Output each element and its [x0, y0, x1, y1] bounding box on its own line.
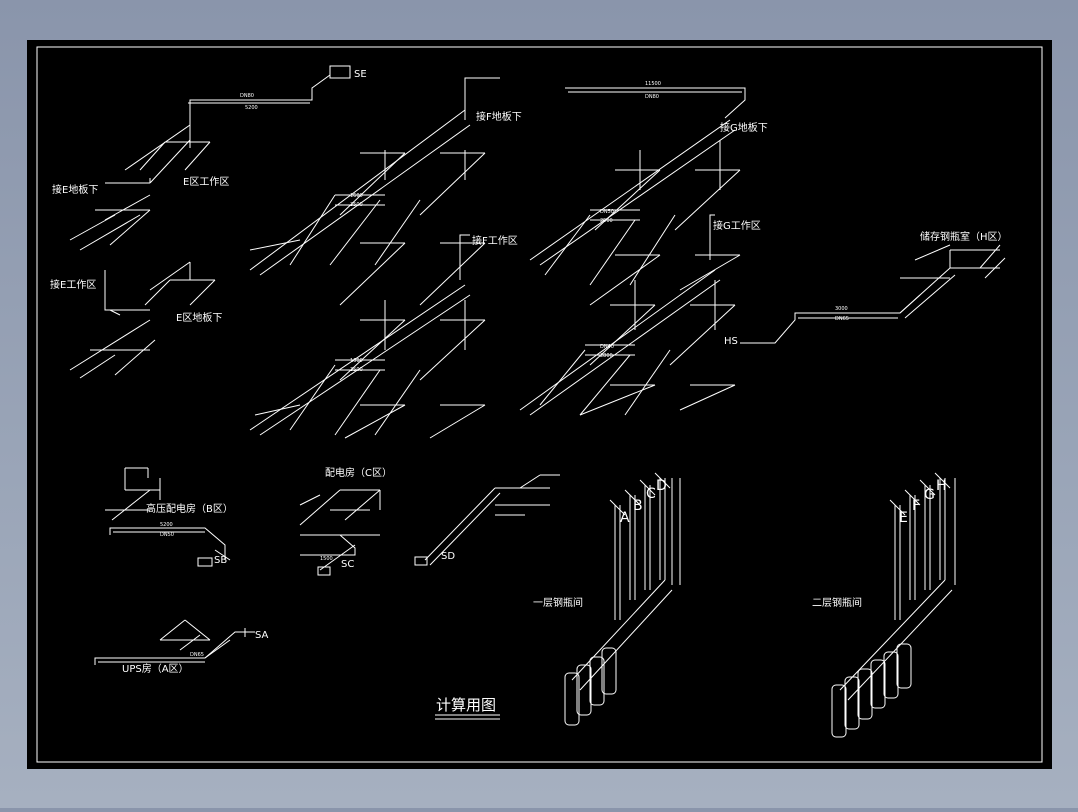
floor2-cylinder-manifold	[831, 472, 956, 738]
floor1-cylinder-manifold	[564, 472, 681, 726]
label-e-floor-top: 接E地板下	[52, 183, 98, 196]
label-f-floor: 接F地板下	[476, 110, 522, 123]
valve-label-d: D	[656, 478, 667, 494]
dim-label: 1600	[350, 193, 363, 199]
g-zone-piping	[519, 87, 746, 416]
drawing-border	[36, 46, 1043, 763]
dim-label: DN40	[600, 344, 614, 350]
dim-label: 3000	[835, 306, 848, 312]
dim-label: DN65	[835, 316, 849, 322]
dim-label: 1500	[320, 556, 333, 562]
h-zone-piping	[740, 244, 1006, 344]
label-floor2: 二层钢瓶间	[812, 596, 862, 609]
label-e-floor: E区地板下	[176, 311, 222, 324]
label-hs: HS	[724, 336, 738, 347]
label-a-room: UPS房（A区）	[122, 662, 189, 675]
valve-label-a: A	[620, 510, 630, 526]
label-e-work: 接E工作区	[50, 278, 96, 291]
label-se: SE	[354, 69, 367, 80]
b-room-piping	[105, 467, 231, 567]
dim-label: 2500	[600, 218, 613, 224]
dim-label: DN80	[240, 93, 254, 99]
dim-label: DN50	[600, 209, 614, 215]
label-sa: SA	[255, 630, 269, 641]
dim-label: 11500	[645, 81, 661, 87]
label-sb: SB	[214, 555, 227, 566]
dim-label: DN50	[160, 532, 174, 538]
valve-label-h: H	[936, 478, 947, 494]
dim-label: 3500	[350, 367, 363, 373]
valve-label-e: E	[899, 510, 908, 526]
label-b-room: 高压配电房（B区）	[146, 502, 233, 515]
dim-label: 2800	[600, 353, 613, 359]
drawing-title: 计算用图	[436, 696, 496, 714]
label-sd: SD	[441, 551, 455, 562]
label-g-floor: 接G地板下	[720, 121, 768, 134]
valve-label-g: G	[924, 487, 935, 503]
valve-label-c: C	[646, 486, 656, 502]
label-g-work: 接G工作区	[713, 219, 761, 232]
dim-label: DN80	[645, 94, 659, 100]
label-f-work: 接F工作区	[472, 234, 518, 247]
f-zone-piping	[249, 77, 500, 439]
label-c-room: 配电房（C区）	[325, 466, 392, 479]
label-sc: SC	[341, 559, 354, 570]
e-zone-piping	[69, 65, 351, 379]
label-e-zone: E区工作区	[183, 176, 229, 188]
c-room-piping	[299, 489, 381, 576]
label-h-room: 储存钢瓶室（H区）	[920, 230, 1008, 243]
dim-label: 5200	[245, 105, 258, 111]
d-room-piping	[414, 474, 560, 566]
dim-label: 5200	[160, 522, 173, 528]
valve-label-f: F	[912, 498, 920, 514]
dim-label: DN65	[190, 652, 204, 658]
a-room-piping	[94, 619, 255, 665]
dim-label: 3500	[350, 202, 363, 208]
dim-label: 1600	[350, 358, 363, 364]
valve-label-b: B	[633, 498, 643, 514]
label-floor1: 一层钢瓶间	[533, 596, 583, 609]
